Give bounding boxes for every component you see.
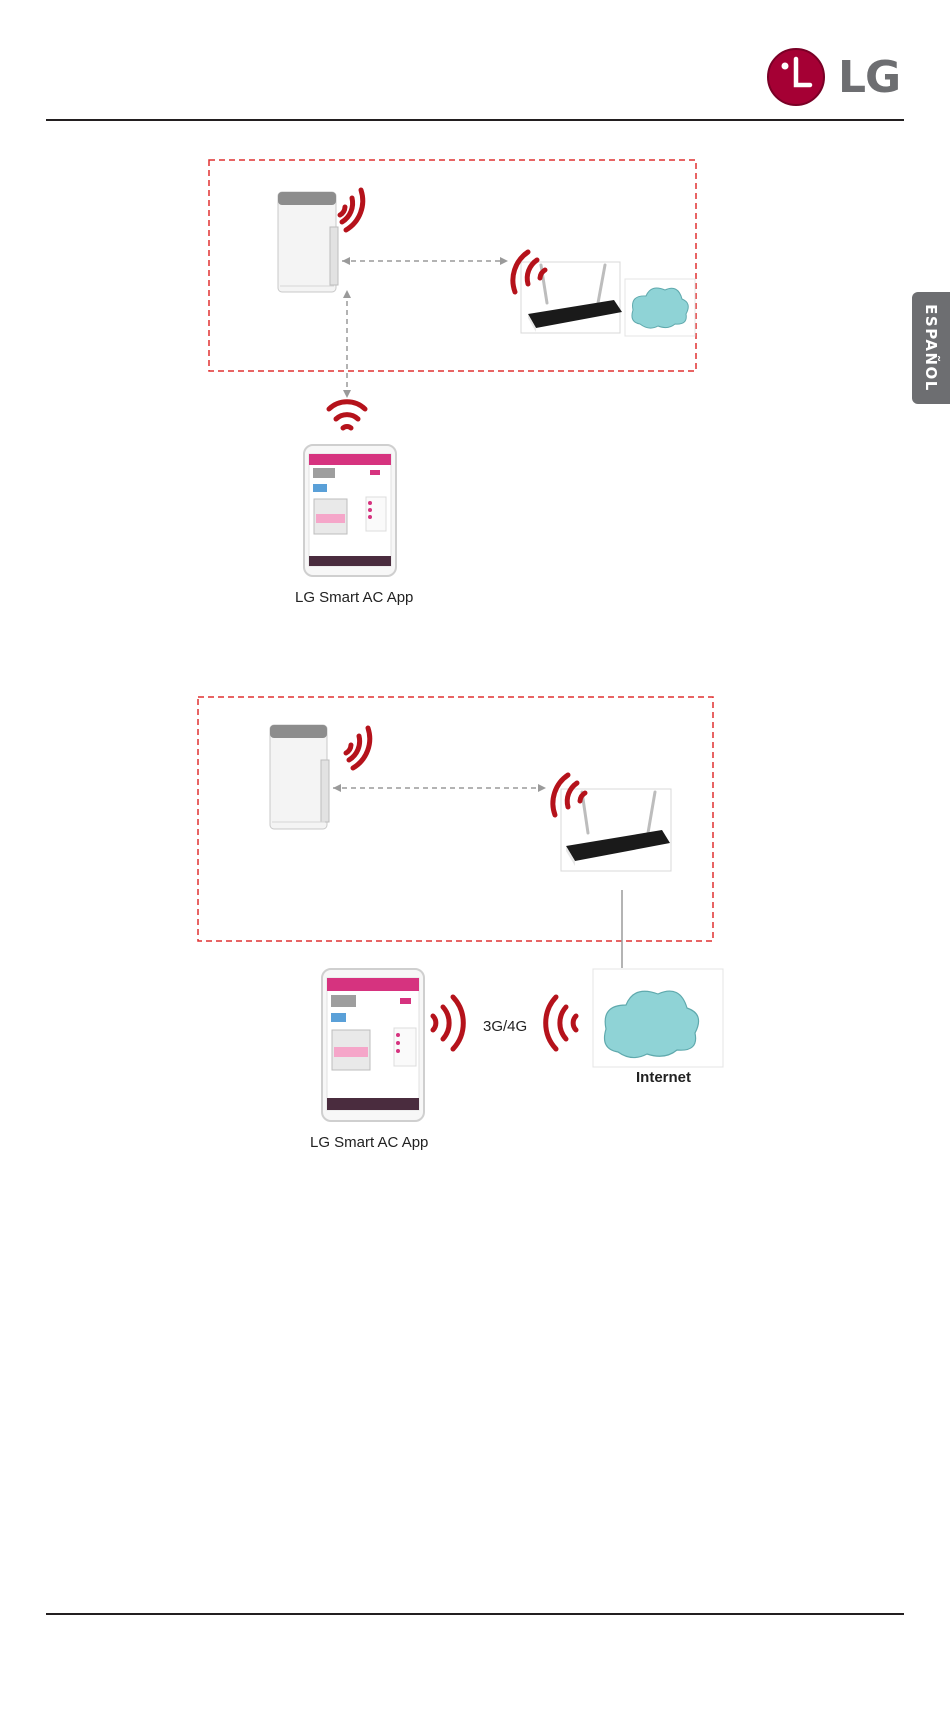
app-caption-2: LG Smart AC App [310, 1134, 428, 1151]
wifi-router-icon [561, 789, 671, 871]
phone-wifi-signal-icon [329, 402, 365, 428]
internet-cloud-icon [625, 279, 695, 336]
cloud-cellular-signal-icon [546, 997, 576, 1049]
portable-ac-unit [278, 192, 338, 292]
portable-ac-unit [270, 725, 329, 829]
diagram-local-network [209, 160, 696, 576]
diagram-remote-network [198, 697, 723, 1121]
ac-wifi-signal-icon [346, 728, 370, 768]
internet-label: Internet [636, 1069, 691, 1086]
app-caption-1: LG Smart AC App [295, 589, 413, 606]
ac-wifi-signal-icon [340, 190, 363, 230]
internet-cloud-icon [593, 969, 723, 1067]
phone-cellular-signal-icon [433, 997, 463, 1049]
network-type-label: 3G/4G [483, 1018, 527, 1035]
smartphone-app-icon [304, 445, 396, 576]
footer-rule [46, 1613, 904, 1615]
smartphone-app-icon [322, 969, 424, 1121]
wifi-router-icon [521, 262, 622, 333]
